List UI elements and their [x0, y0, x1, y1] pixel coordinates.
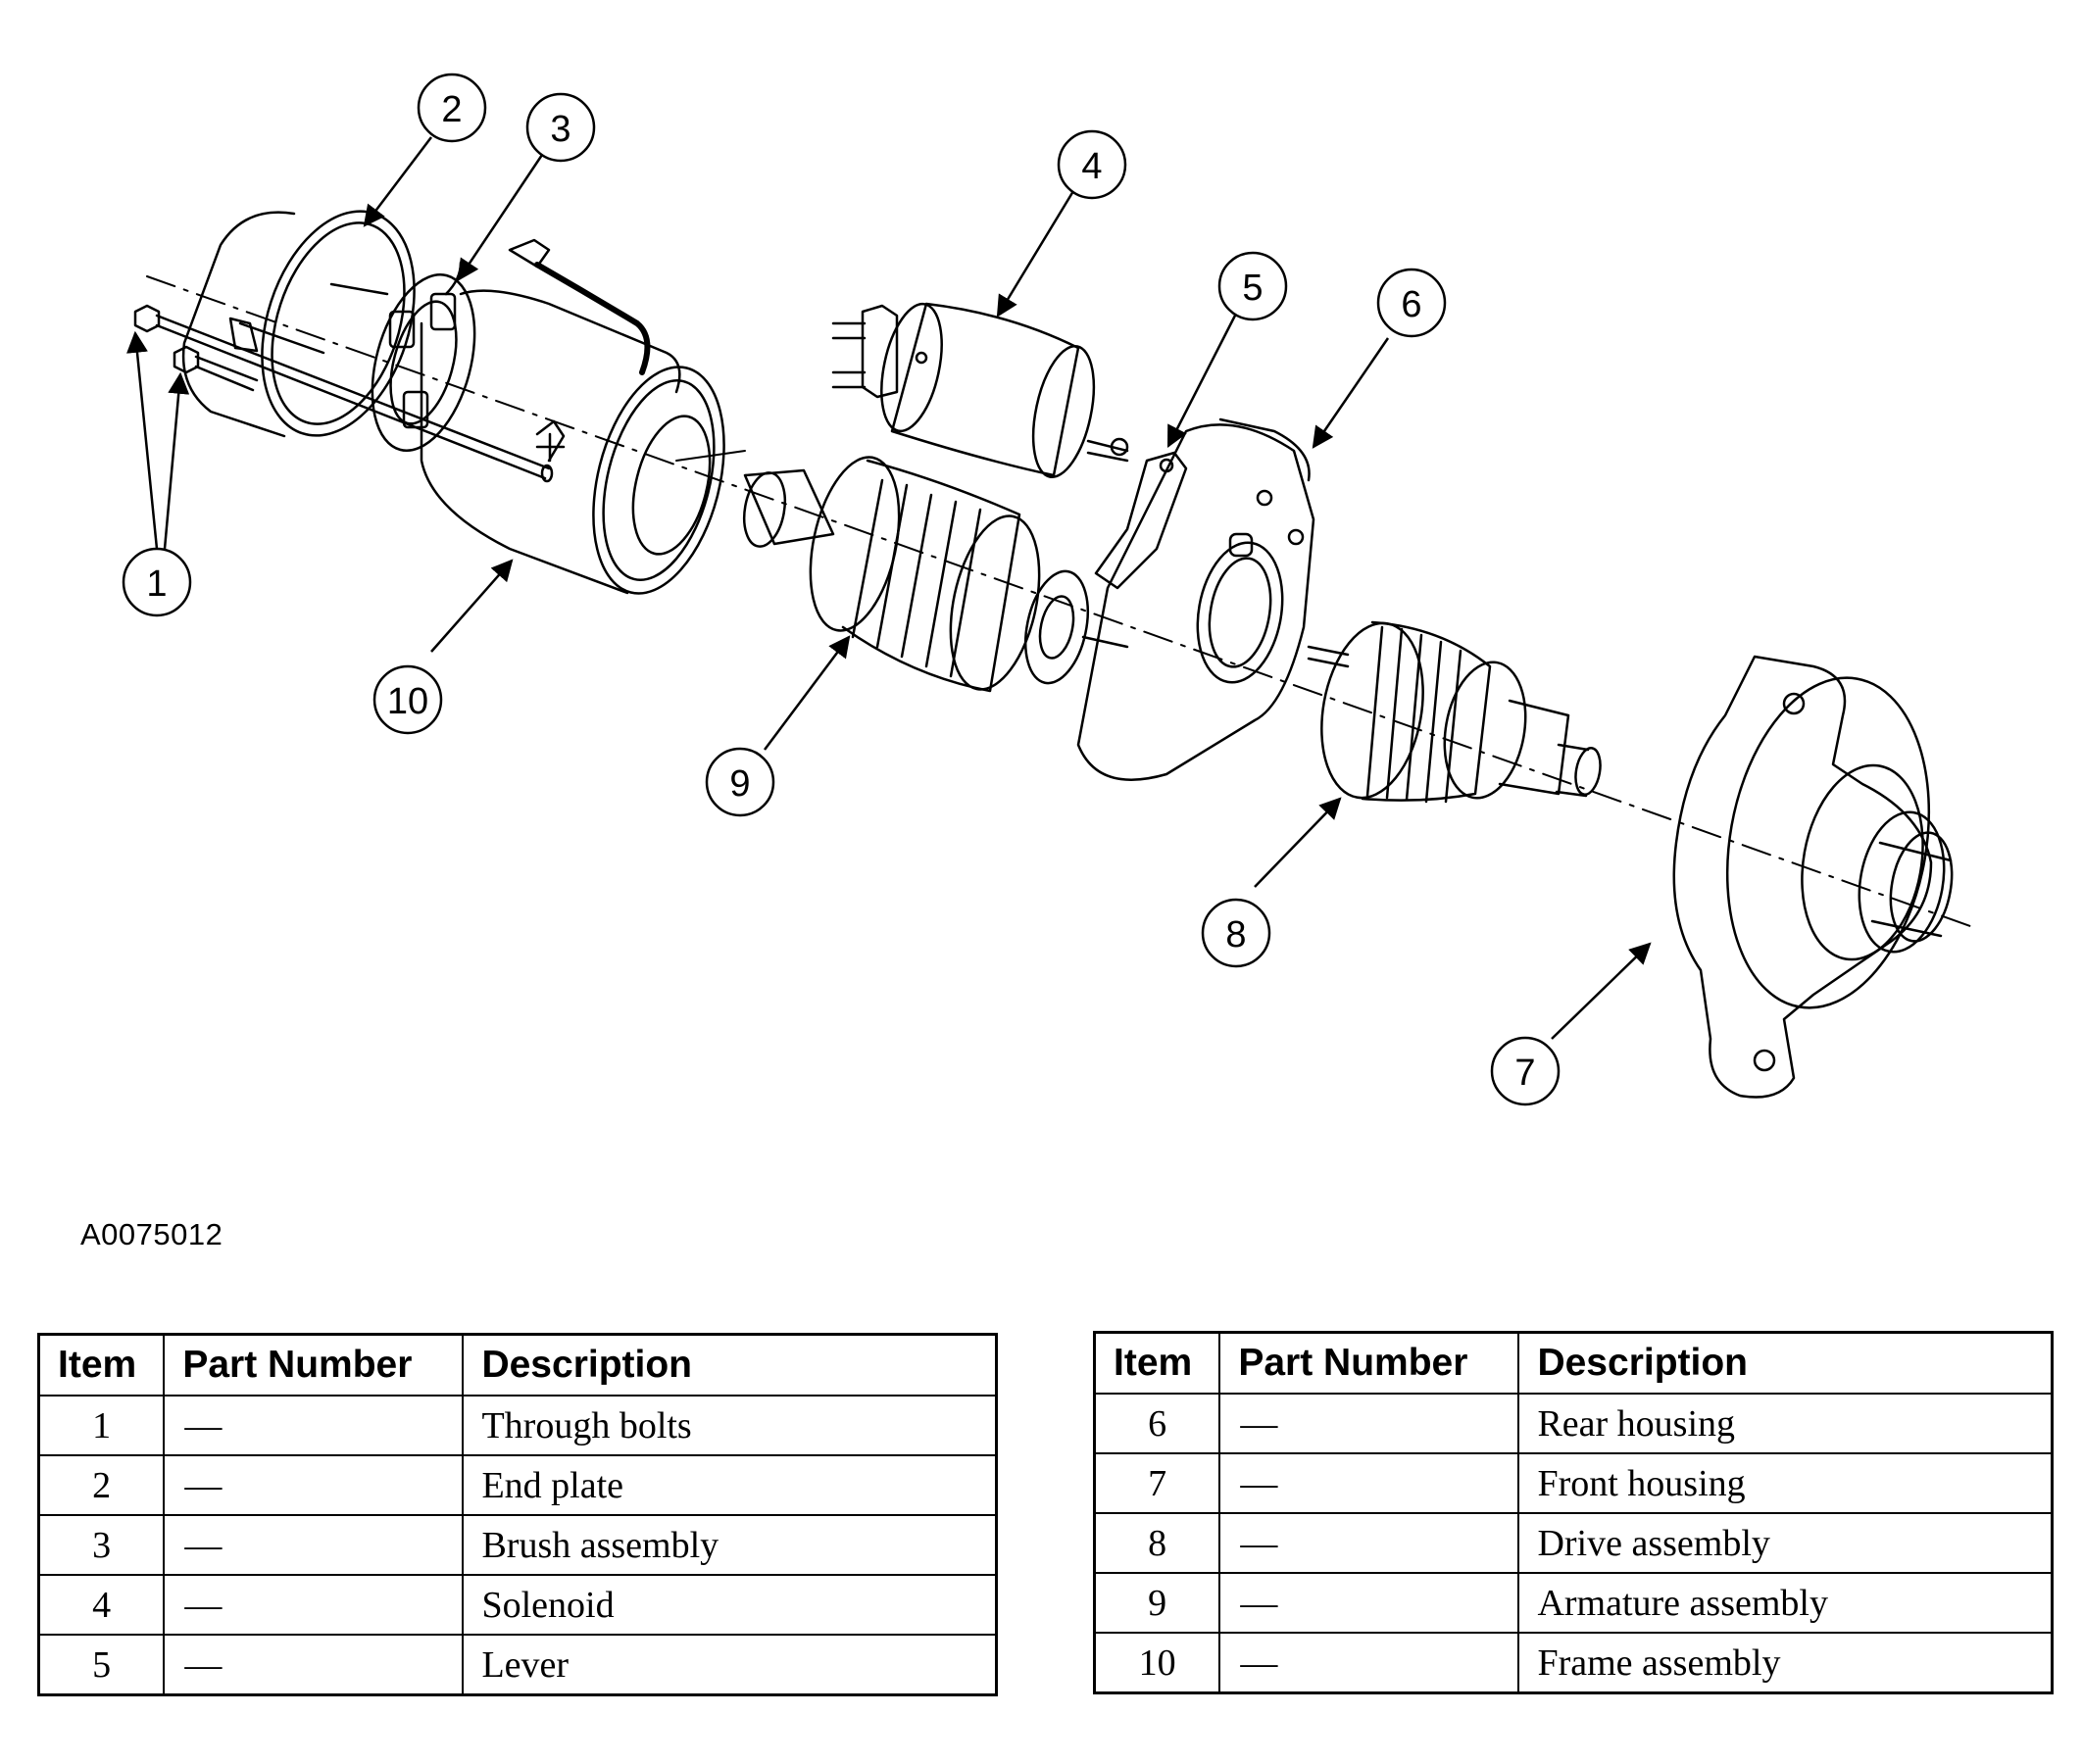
part-number-cell: — — [1218, 1393, 1520, 1454]
description-cell: Armature assembly — [1517, 1572, 2054, 1634]
leader-2 — [363, 136, 432, 227]
armature-assembly — [742, 456, 1129, 693]
table-row: 10 — Frame assembly — [1093, 1632, 2054, 1694]
callout-1-circle — [122, 547, 192, 617]
description-cell: Front housing — [1517, 1452, 2054, 1514]
item-cell: 3 — [37, 1514, 166, 1576]
parts-table-left: Item Part Number Description 1 — Through… — [37, 1333, 998, 1696]
leader-8 — [1254, 797, 1342, 888]
description-cell: Through bolts — [462, 1395, 998, 1456]
part-number-cell: — — [163, 1454, 465, 1516]
callout-1-label: 1 — [146, 564, 167, 605]
callout-7-label: 7 — [1514, 1053, 1535, 1094]
item-cell: 7 — [1093, 1452, 1221, 1514]
callout-10-circle — [372, 664, 443, 735]
table-row: 9 — Armature assembly — [1093, 1572, 2054, 1634]
item-cell: 8 — [1093, 1512, 1221, 1574]
rear-housing — [1076, 417, 1350, 781]
leader-10 — [430, 559, 514, 653]
description-cell: Frame assembly — [1517, 1632, 2054, 1694]
callout-2-label: 2 — [441, 89, 462, 130]
leader-5 — [1166, 311, 1239, 448]
part-number-cell: — — [163, 1395, 465, 1456]
description-cell: Lever — [462, 1634, 998, 1696]
description-cell: End plate — [462, 1454, 998, 1516]
table-row: 1 — Through bolts — [37, 1395, 998, 1456]
table-row: 6 — Rear housing — [1093, 1393, 2054, 1454]
part-number-cell: — — [1218, 1512, 1520, 1574]
table-row: 8 — Drive assembly — [1093, 1512, 2054, 1574]
leader-4 — [996, 190, 1075, 318]
description-cell: Solenoid — [462, 1574, 998, 1636]
parts-table-right: Item Part Number Description 6 — Rear ho… — [1093, 1331, 2054, 1694]
end-plate — [181, 210, 416, 438]
frame-assembly — [420, 238, 746, 595]
through-bolts — [133, 304, 554, 483]
item-cell: 5 — [37, 1634, 166, 1696]
item-cell: 10 — [1093, 1632, 1221, 1694]
leader-1a — [126, 330, 159, 550]
center-axis-line — [146, 275, 1971, 927]
callout-2-circle — [417, 73, 487, 143]
table-row: 7 — Front housing — [1093, 1452, 2054, 1514]
figure-id: A0075012 — [80, 1217, 223, 1251]
table-row: 2 — End plate — [37, 1454, 998, 1516]
leader-1b — [163, 371, 190, 550]
exploded-starter-diagram: 1 2 3 4 5 6 7 8 9 10 — [122, 73, 1971, 1106]
callout-10-label: 10 — [387, 681, 428, 722]
table-row: 3 — Brush assembly — [37, 1514, 998, 1576]
header-part-number: Part Number — [163, 1333, 465, 1396]
leader-lines — [126, 136, 1652, 1040]
drive-assembly — [1320, 620, 1602, 804]
callout-5-label: 5 — [1242, 268, 1263, 309]
table-row: 5 — Lever — [37, 1634, 998, 1696]
description-cell: Brush assembly — [462, 1514, 998, 1576]
callout-8-label: 8 — [1225, 914, 1246, 956]
part-number-cell: — — [1218, 1572, 1520, 1634]
part-number-cell: — — [1218, 1632, 1520, 1694]
callout-3-label: 3 — [550, 109, 570, 150]
callout-8-circle — [1201, 898, 1271, 968]
header-description: Description — [462, 1333, 998, 1396]
solenoid — [831, 302, 1129, 479]
header-item: Item — [1093, 1331, 1221, 1395]
leader-7 — [1551, 942, 1652, 1040]
header-description: Description — [1517, 1331, 2054, 1395]
header-part-number: Part Number — [1218, 1331, 1520, 1395]
header-item: Item — [37, 1333, 166, 1396]
leader-9 — [763, 635, 851, 751]
callout-9-label: 9 — [729, 763, 750, 805]
item-cell: 4 — [37, 1574, 166, 1636]
brush-assembly — [371, 261, 476, 452]
callout-7-circle — [1490, 1036, 1561, 1106]
description-cell: Rear housing — [1517, 1393, 2054, 1454]
item-cell: 2 — [37, 1454, 166, 1516]
part-number-cell: — — [1218, 1452, 1520, 1514]
table-header-row: Item Part Number Description — [37, 1333, 998, 1396]
table-header-row: Item Part Number Description — [1093, 1331, 2054, 1395]
item-cell: 1 — [37, 1395, 166, 1456]
table-row: 4 — Solenoid — [37, 1574, 998, 1636]
description-cell: Drive assembly — [1517, 1512, 2054, 1574]
callout-3-circle — [525, 92, 596, 163]
part-number-cell: — — [163, 1514, 465, 1576]
callout-4-circle — [1057, 129, 1127, 200]
part-number-cell: — — [163, 1634, 465, 1696]
callout-5-circle — [1217, 251, 1288, 321]
front-housing — [1672, 655, 1954, 1099]
item-cell: 6 — [1093, 1393, 1221, 1454]
callout-6-circle — [1376, 268, 1447, 338]
leader-6 — [1312, 337, 1390, 449]
callout-9-circle — [705, 747, 775, 817]
item-cell: 9 — [1093, 1572, 1221, 1634]
leader-3 — [457, 151, 546, 281]
callout-4-label: 4 — [1081, 146, 1102, 187]
callout-6-label: 6 — [1401, 284, 1421, 325]
part-number-cell: — — [163, 1574, 465, 1636]
